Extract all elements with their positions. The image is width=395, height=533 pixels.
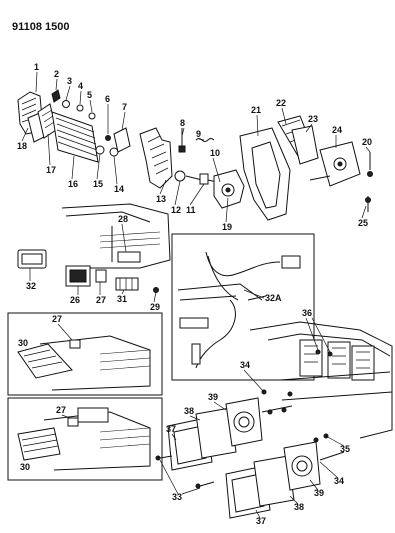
- callout-12: 12: [171, 205, 181, 215]
- callout-labels: 1 2 3 4 5 6 7 8 9 10 11 12 13 14 15 16 1…: [17, 62, 372, 526]
- wiring-detail-box: [171, 233, 315, 381]
- callout-34-upper: 34: [240, 360, 250, 370]
- callout-22: 22: [276, 98, 286, 108]
- screw-part-20: [367, 171, 373, 177]
- callout-26: 26: [70, 295, 80, 305]
- callout-3: 3: [67, 76, 72, 86]
- screw-part-25: [365, 197, 371, 203]
- nut-part-2: [51, 89, 61, 103]
- screw-part-14: [109, 147, 119, 157]
- vehicle-front-outline: [249, 321, 393, 439]
- callout-29: 29: [150, 302, 160, 312]
- callout-39-lower: 39: [314, 488, 324, 498]
- callout-8: 8: [180, 118, 185, 128]
- callout-7: 7: [122, 102, 127, 112]
- retaining-ring-part-38-upper: [195, 407, 237, 459]
- callout-27-inset-upper: 27: [52, 314, 62, 324]
- callout-27-inset-lower: 27: [56, 405, 66, 415]
- callout-35: 35: [340, 444, 350, 454]
- callout-14: 14: [114, 184, 124, 194]
- adjuster-part-12: [174, 170, 186, 182]
- bulb-part-27-lower: [67, 417, 79, 427]
- wiring-harness: [205, 251, 281, 277]
- callout-16: 16: [68, 179, 78, 189]
- socket-part-31: [115, 277, 139, 291]
- callout-11: 11: [186, 205, 196, 215]
- washer-part-3: [62, 100, 70, 108]
- callout-25: 25: [358, 218, 368, 228]
- inset-frame-lower: [7, 397, 163, 481]
- screw-part-15: [95, 145, 105, 155]
- callout-38-lower: 38: [294, 502, 304, 512]
- harness-connector: [281, 255, 301, 269]
- callout-24: 24: [332, 125, 342, 135]
- screw-part-4: [76, 104, 84, 112]
- callout-4: 4: [78, 81, 83, 91]
- callout-23: 23: [308, 114, 318, 124]
- callout-10: 10: [210, 148, 220, 158]
- callout-30-inset-lower: 30: [20, 462, 30, 472]
- screw-part-6: [105, 135, 111, 141]
- adjuster-part-11: [199, 173, 209, 185]
- callout-20: 20: [362, 137, 372, 147]
- callout-2: 2: [54, 69, 59, 79]
- lens-part-16: [51, 111, 99, 163]
- inset-box-upper: [7, 312, 163, 396]
- screw-part-5: [88, 112, 96, 120]
- bezel-lamp-part-30-upper: [17, 343, 73, 379]
- callout-30-inset-upper: 30: [18, 338, 28, 348]
- bulb-part-27: [95, 269, 107, 283]
- callout-15: 15: [93, 179, 103, 189]
- callout-38-upper: 38: [184, 406, 194, 416]
- callout-1: 1: [34, 62, 39, 72]
- bolt-part-8: [178, 145, 186, 153]
- screw-part-29: [153, 287, 159, 293]
- callout-27: 27: [96, 295, 106, 305]
- headlamp-assembly-bottom: [155, 321, 393, 519]
- callout-17: 17: [46, 165, 56, 175]
- bracket-part-23: [291, 125, 319, 165]
- callout-31: 31: [117, 294, 127, 304]
- car-front-outline: [61, 203, 171, 269]
- callout-39-upper: 39: [208, 392, 218, 402]
- leader-lines: [21, 71, 371, 519]
- spring-part-9: [195, 138, 215, 142]
- diagram-code: 91108 1500: [12, 21, 70, 33]
- inset-frame-upper: [7, 312, 163, 396]
- callout-36: 36: [302, 308, 312, 318]
- callout-19: 19: [222, 222, 232, 232]
- callout-28: 28: [118, 214, 128, 224]
- bulb-part-27-upper: [69, 339, 81, 349]
- callout-9: 9: [196, 129, 201, 139]
- callout-37-lower: 37: [256, 516, 266, 526]
- callout-34-lower: 34: [334, 476, 344, 486]
- bezel-lamp-part-30-lower: [17, 427, 61, 461]
- callout-5: 5: [87, 90, 92, 100]
- callout-6: 6: [105, 94, 110, 104]
- bezel-bracket-part-13: [139, 127, 173, 189]
- marker-lamp-part-28: [117, 251, 141, 263]
- callout-32: 32: [26, 281, 36, 291]
- front-corner-view: [17, 203, 171, 293]
- callout-21: 21: [251, 105, 261, 115]
- callout-13: 13: [156, 194, 166, 204]
- callout-32a: 32A: [265, 293, 282, 303]
- top-headlamp-assembly: [17, 89, 373, 221]
- inset-box-lower: [7, 397, 163, 481]
- callout-18: 18: [17, 141, 27, 151]
- wiring-detail-frame: [171, 233, 315, 381]
- callout-37-upper: 37: [166, 424, 176, 434]
- callout-33: 33: [172, 492, 182, 502]
